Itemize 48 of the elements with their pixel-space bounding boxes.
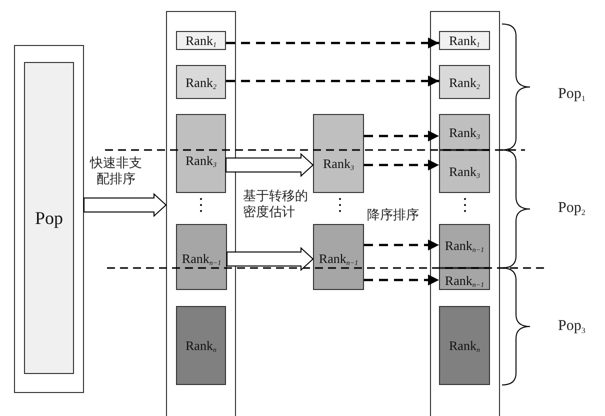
node-label: Rank$_{n−1}$ xyxy=(444,238,486,252)
node-label: Rank$_{3}$ xyxy=(448,124,481,140)
node-label: Rank$_{1}$ xyxy=(184,33,218,48)
population-box xyxy=(24,62,74,374)
dashed-arrow xyxy=(364,160,439,170)
rank-box xyxy=(176,31,226,50)
dashed-arrow xyxy=(364,274,439,286)
container-box xyxy=(14,45,84,393)
container-box xyxy=(430,11,500,416)
node-label: Rank$_{3}$ xyxy=(448,164,481,178)
block-arrow xyxy=(84,192,167,218)
node-label: Rank$_{2}$ xyxy=(448,74,481,90)
dashed-arrow xyxy=(364,130,439,142)
node-label: Rank$_{n}$ xyxy=(448,338,481,353)
node-label: Rank$_{n}$ xyxy=(184,338,218,353)
text-label: 降序排序 xyxy=(367,207,420,223)
node-label: Rank$_{1}$ xyxy=(448,33,481,48)
node-label: Pop xyxy=(34,208,64,228)
rank-box xyxy=(439,150,490,193)
text-label: Pop$_{3}$ xyxy=(558,318,586,334)
dashed-arrow xyxy=(226,76,439,86)
dashed-arrow xyxy=(226,38,439,48)
text-label: Pop$_{2}$ xyxy=(558,200,586,216)
node-label: Rank$_{n−1}$ xyxy=(444,272,486,288)
rank-box xyxy=(176,306,226,385)
rank-box xyxy=(439,268,490,290)
text-label: 基于转移的密度估计 xyxy=(243,188,309,220)
text-label: Pop$_{1}$ xyxy=(558,86,586,102)
node-label: Rank$_{3}$ xyxy=(322,156,355,170)
block-arrow xyxy=(226,152,314,178)
rank-box xyxy=(439,306,490,385)
rank-box xyxy=(176,65,226,99)
rank-box xyxy=(176,224,227,290)
edge-label: 快速非支配排序 xyxy=(88,155,144,187)
container-box xyxy=(166,11,236,416)
rank-box xyxy=(439,224,490,268)
dashed-arrow xyxy=(364,240,439,250)
block-arrow xyxy=(226,246,314,272)
node-label: Rank$_{3}$ xyxy=(184,152,218,168)
node-label: Rank$_{n−1}$ xyxy=(180,250,222,266)
rank-box xyxy=(439,114,490,150)
node-label: Rank$_{n−1}$ xyxy=(318,250,360,266)
rank-box xyxy=(313,114,364,193)
rank-box xyxy=(439,65,490,99)
rank-box xyxy=(439,31,490,50)
rank-box xyxy=(176,114,226,193)
rank-box xyxy=(313,224,364,290)
node-label: Rank$_{2}$ xyxy=(184,74,218,90)
